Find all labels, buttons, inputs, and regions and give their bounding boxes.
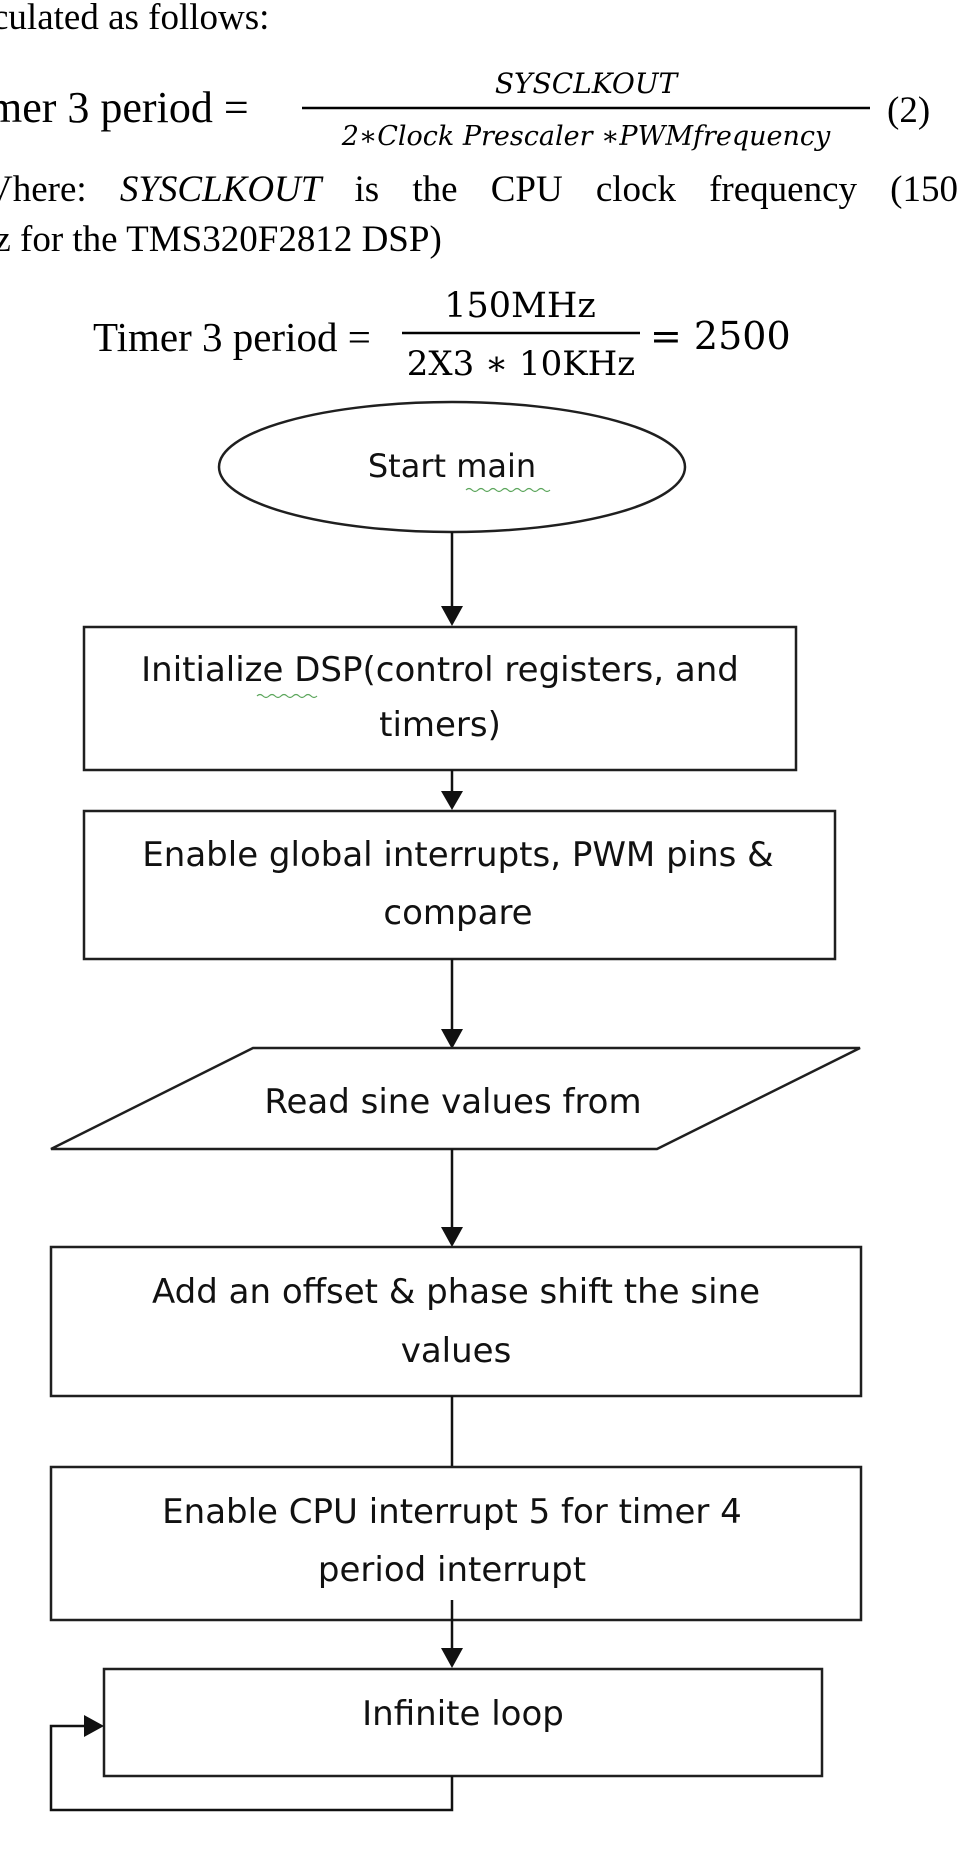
arrowhead [84,1715,104,1737]
where-prefix: Vhere: [0,169,87,210]
io-read-sine-values-label: Read sine values from [264,1082,641,1122]
process-initialize-dsp-line2: timers) [379,705,501,745]
process-enable-cpu-interrupt-line2: period interrupt [318,1550,586,1590]
where-variable: SYSCLKOUT [119,169,322,210]
process-enable-interrupts-line1: Enable global interrupts, PWM pins & [142,835,773,875]
equation-2-numerator: SYSCLKOUT [495,67,680,100]
equation-3-lhs: Timer 3 period = [93,314,371,360]
equation-2-lhs: mer 3 period = [0,83,249,132]
connector-loop-back [49,1724,454,1812]
process-infinite-loop-label: Infinite loop [362,1694,564,1734]
equation-3-denominator: 2X3 ∗ 10KHz [407,344,635,384]
arrowhead [441,791,463,810]
arrowhead [441,1648,463,1668]
equation-3: Timer 3 period = 150MHz 2X3 ∗ 10KHz = 25… [93,286,791,384]
process-offset-phase-shift-line1: Add an offset & phase shift the sine [152,1272,760,1312]
spellcheck-underline [256,693,318,699]
start-label: Start main [368,447,536,485]
intro-text: culated as follows: [0,0,270,38]
process-enable-interrupts-line2: compare [383,893,532,933]
equation-3-numerator: 150MHz [444,286,596,326]
process-infinite-loop [102,1667,824,1778]
io-read-sine-values [50,1046,861,1151]
spellcheck-underline [465,487,551,493]
equation-3-rhs: = 2500 [650,314,791,358]
equation-2-number: (2) [887,90,930,131]
arrowhead [441,1029,463,1049]
arrowhead [441,1227,463,1247]
process-enable-cpu-interrupt [49,1465,863,1622]
process-initialize-dsp [82,625,798,772]
process-offset-phase-shift-line2: values [401,1331,512,1371]
arrowhead [441,606,463,626]
equation-2-denominator: 2∗Clock Prescaler ∗PWMfrequency [341,121,831,152]
process-initialize-dsp-line1: Initialize DSP(control registers, and [141,650,739,690]
process-offset-phase-shift [49,1245,863,1398]
flowchart: Start main Initialize DSP(control regist… [49,400,863,1812]
where-description: is the CPU clock frequency (150 [354,169,958,210]
equation-2: mer 3 period = SYSCLKOUT 2∗Clock Prescal… [0,67,930,152]
where-line-2: Iz for the TMS320F2812 DSP) [0,219,442,260]
process-enable-interrupts [82,809,837,961]
where-line-1: Vhere: SYSCLKOUT is the CPU clock freque… [0,168,958,211]
process-enable-cpu-interrupt-line1: Enable CPU interrupt 5 for timer 4 [162,1492,742,1532]
